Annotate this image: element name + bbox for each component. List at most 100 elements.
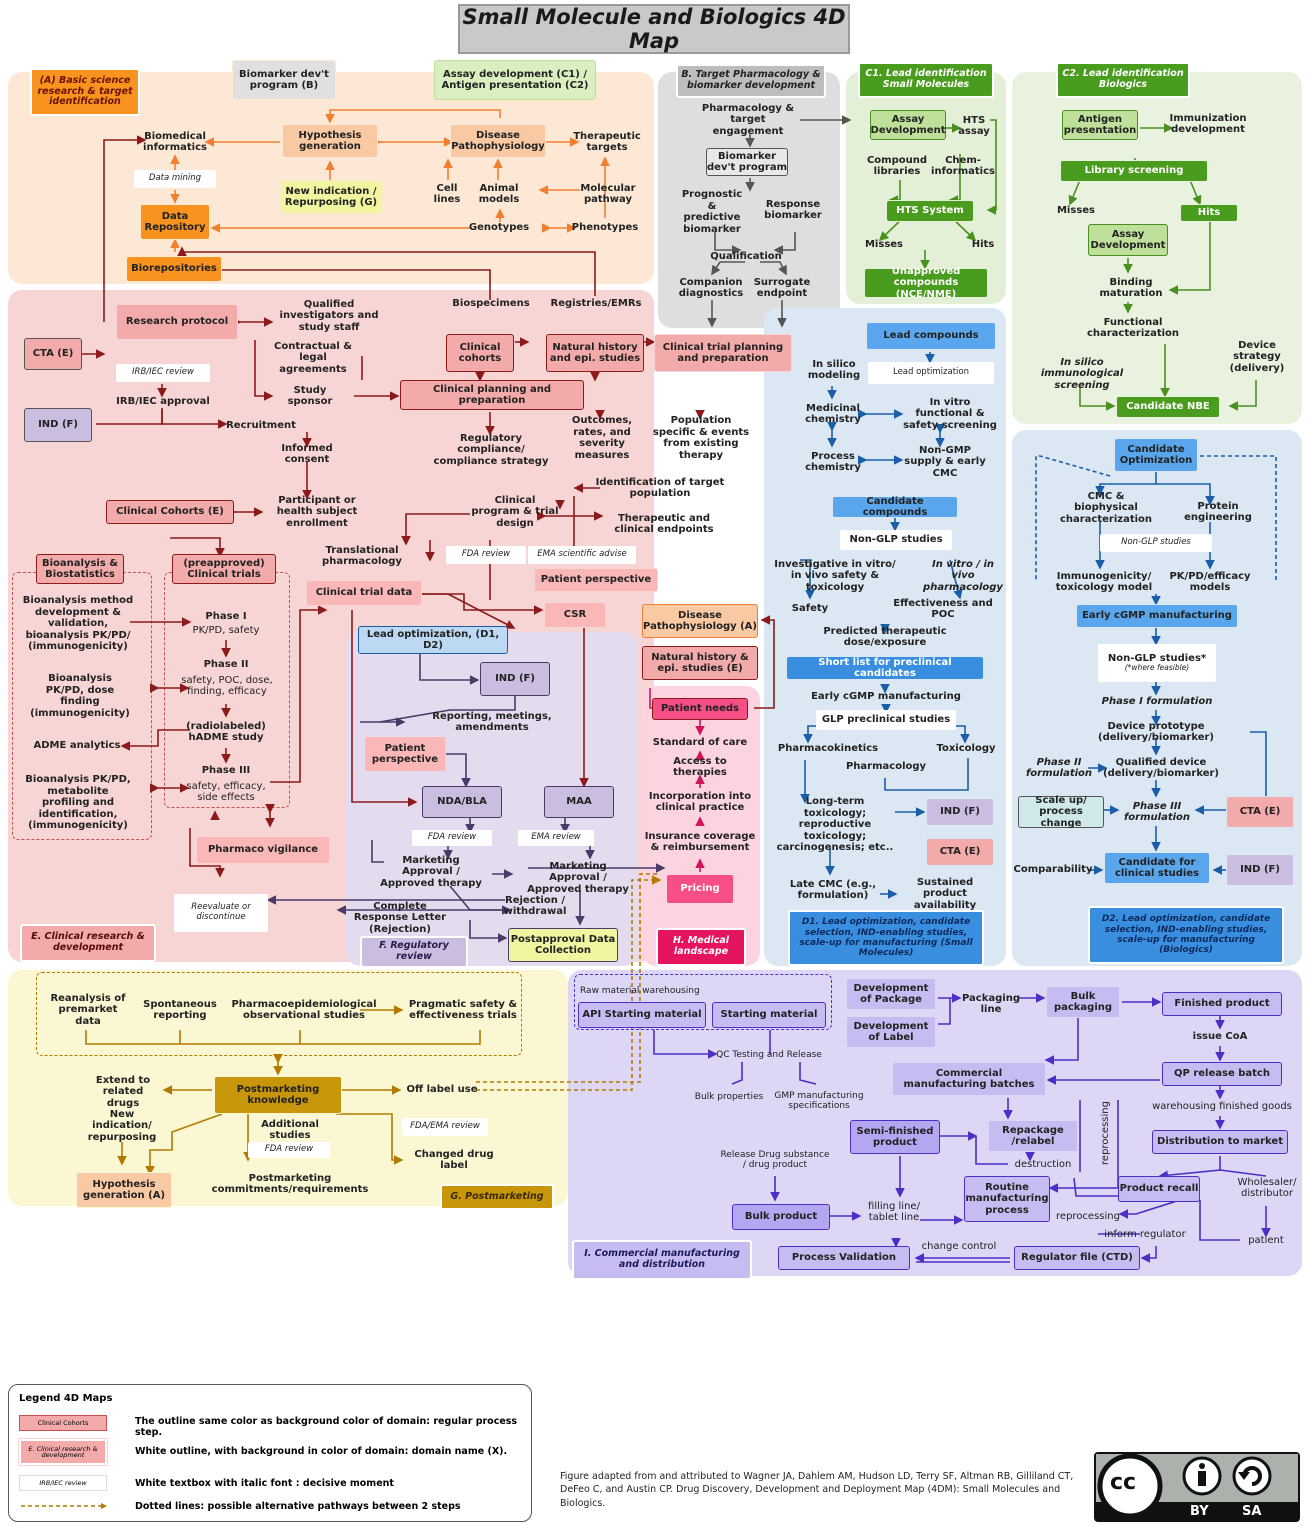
i-process-validation: Process Validation: [778, 1246, 910, 1270]
f-nda-bla: NDA/BLA: [422, 786, 502, 818]
legend-sample-decisive: IRB/IEC review: [19, 1475, 107, 1491]
h-standard-of-care: Standard of care: [652, 737, 748, 749]
c2-immunization-development: Immunization development: [1169, 112, 1247, 136]
g-fda-review: FDA review: [248, 1142, 330, 1158]
d2-scale-up: Scale up/ process change: [1018, 795, 1104, 829]
c1-hts-assay: HTS assay: [958, 114, 990, 138]
domain-d1-label: D1. Lead optimization, candidate selecti…: [788, 910, 984, 966]
i-issue-coa: issue CoA: [1192, 1031, 1248, 1043]
f-patient-perspective: Patient perspective: [364, 736, 446, 772]
g-changed-label: Changed drug label: [414, 1148, 494, 1172]
a-animal-models: Animal models: [478, 182, 520, 206]
i-wholesaler: Wholesaler/ distributor: [1237, 1176, 1297, 1200]
d1-toxicology: Toxicology: [936, 743, 996, 755]
legend-text-regular: The outline same color as background col…: [135, 1416, 518, 1438]
h-natural-history: Natural history & epi. studies (E): [642, 646, 758, 680]
f-marketing-approval-fda: Marketing Approval / Approved therapy: [380, 854, 482, 889]
a-genotypes: Genotypes: [468, 222, 530, 234]
d1-pharmacology: Pharmacology: [845, 761, 927, 773]
c2-in-silico-screening: In silico immunological screening: [1040, 356, 1124, 391]
a-therapeutic-targets: Therapeutic targets: [573, 130, 641, 154]
i-qc-testing: QC Testing and Release: [716, 1049, 822, 1060]
c1-unapproved-compounds: Unapproved compounds (NCE/NME): [864, 266, 988, 300]
f-complete-response: Complete Response Letter (Rejection): [353, 900, 447, 935]
legend-dotted-sample: [21, 1503, 107, 1509]
c2-assay-development: Assay Development: [1088, 224, 1168, 256]
d1-glp-preclinical: GLP preclinical studies: [816, 710, 956, 730]
i-development-package: Development of Package: [846, 978, 936, 1010]
page-title: Small Molecule and Biologics 4D Map: [458, 4, 850, 54]
i-reprocessing: reprocessing: [1056, 1211, 1120, 1223]
d1-in-silico-modeling: In silico modeling: [807, 358, 861, 382]
d1-in-vitro-screening: In vitro functional & safety screening: [903, 396, 997, 431]
d1-process-chemistry: Process chemistry: [805, 450, 861, 474]
f-ind: IND (F): [480, 662, 550, 696]
legend-sample-domain: E. Clinical research & development: [18, 1438, 108, 1466]
domain-b-label: B. Target Pharmacology & biomarker devel…: [676, 64, 826, 98]
e-identification-target: Identification of target population: [595, 476, 725, 500]
d2-ind: IND (F): [1226, 854, 1294, 886]
c1-hts-system: HTS System: [886, 200, 974, 222]
b-surrogate-endpoint: Surrogate endpoint: [753, 276, 811, 300]
b-companion-diagnostics: Companion diagnostics: [678, 276, 744, 300]
i-inform-regulator: inform regulator: [1104, 1229, 1186, 1241]
d2-cta: CTA (E): [1226, 796, 1294, 828]
i-filling-line: filling line/ tablet line: [868, 1200, 920, 1224]
e-clinical-planning: Clinical planning and preparation: [400, 380, 584, 410]
d2-phase1-formulation: Phase I formulation: [1101, 696, 1213, 708]
g-fda-ema-review: FDA/EMA review: [402, 1118, 488, 1136]
e-ind: IND (F): [24, 408, 92, 442]
i-reprocessing-vertical: reprocessing: [1100, 1101, 1112, 1165]
e-qualified-investigators: Qualified investigators and study staff: [279, 298, 379, 333]
a-disease-pathophysiology: Disease Pathophysiology: [450, 124, 546, 158]
g-commitments: Postmarketing commitments/requirements: [211, 1172, 369, 1196]
region-h: [642, 686, 760, 966]
i-semi-finished: Semi-finished product: [850, 1120, 940, 1154]
d1-in-vivo-pharmacology: In vitro / in vivo pharmacology: [923, 558, 1003, 593]
domain-g-label: G. Postmarketing: [440, 1184, 554, 1210]
region-b: [658, 72, 840, 328]
e-irb-approval: IRB/IEC approval: [116, 396, 210, 408]
cc-label: cc: [1110, 1470, 1137, 1495]
d2-non-glp-feasible-note: (*where feasible): [1124, 663, 1190, 673]
i-api-starting-material: API Starting material: [578, 1002, 706, 1028]
d2-comparability: Comparability: [1013, 864, 1093, 876]
g-postmarketing-knowledge: Postmarketing knowledge: [214, 1076, 342, 1114]
d1-late-cmc: Late CMC (e.g., formulation): [789, 878, 877, 902]
e-phase3-detail: safety, efficacy, side effects: [186, 780, 266, 804]
e-irb-review: IRB/IEC review: [116, 364, 210, 382]
g-hypothesis-generation: Hypothesis generation (A): [76, 1172, 172, 1208]
e-preapproved-trials: (preapproved) Clinical trials: [172, 554, 276, 584]
d1-candidate-compounds: Candidate compounds: [832, 496, 958, 518]
a-biomarker-program: Biomarker dev't program (B): [232, 60, 336, 100]
h-patient-needs: Patient needs: [652, 698, 748, 720]
e-cta: CTA (E): [24, 338, 82, 370]
i-bulk-properties: Bulk properties: [694, 1091, 764, 1102]
c2-functional-characterization: Functional characterization: [1086, 316, 1180, 340]
d2-non-glp-feasible-title: Non-GLP studies*: [1107, 652, 1207, 664]
d1-cta: CTA (E): [926, 838, 994, 866]
e-bioanalysis-metabolite: Bioanalysis PK/PD, metabolite profiling …: [25, 774, 131, 832]
e-informed-consent: Informed consent: [281, 442, 333, 466]
a-data-repository: Data Repository: [140, 204, 210, 240]
f-maa: MAA: [544, 786, 614, 818]
f-postapproval: Postapproval Data Collection: [508, 928, 618, 962]
a-molecular-pathway: Molecular pathway: [580, 182, 636, 206]
e-study-sponsor: Study sponsor: [287, 384, 333, 408]
domain-d2-label: D2. Lead optimization, candidate selecti…: [1088, 906, 1284, 964]
h-pricing: Pricing: [666, 874, 734, 904]
i-patient: patient: [1248, 1235, 1284, 1247]
i-change-control: change control: [921, 1241, 997, 1253]
e-clinical-program: Clinical program & trial design: [471, 494, 559, 529]
e-clinical-trial-data: Clinical trial data: [306, 580, 422, 606]
e-bioanalysis-biostatistics: Bioanalysis & Biostatistics: [36, 554, 124, 584]
h-disease-pathophysiology: Disease Pathophysiology (A): [642, 604, 758, 638]
d2-immunogenicity: Immunogenicity/ toxicology model: [1055, 570, 1153, 594]
e-fda-review: FDA review: [446, 546, 526, 564]
f-rejection: Rejection / withdrawal: [503, 894, 567, 918]
b-pharmacology: Pharmacology & target engagement: [701, 102, 795, 137]
a-phenotypes: Phenotypes: [571, 222, 639, 234]
g-pragmatic: Pragmatic safety & effectiveness trials: [408, 998, 518, 1022]
f-fda-review: FDA review: [412, 830, 492, 846]
e-bioanalysis-pkpd: Bioanalysis PK/PD, dose finding (immunog…: [30, 673, 130, 719]
